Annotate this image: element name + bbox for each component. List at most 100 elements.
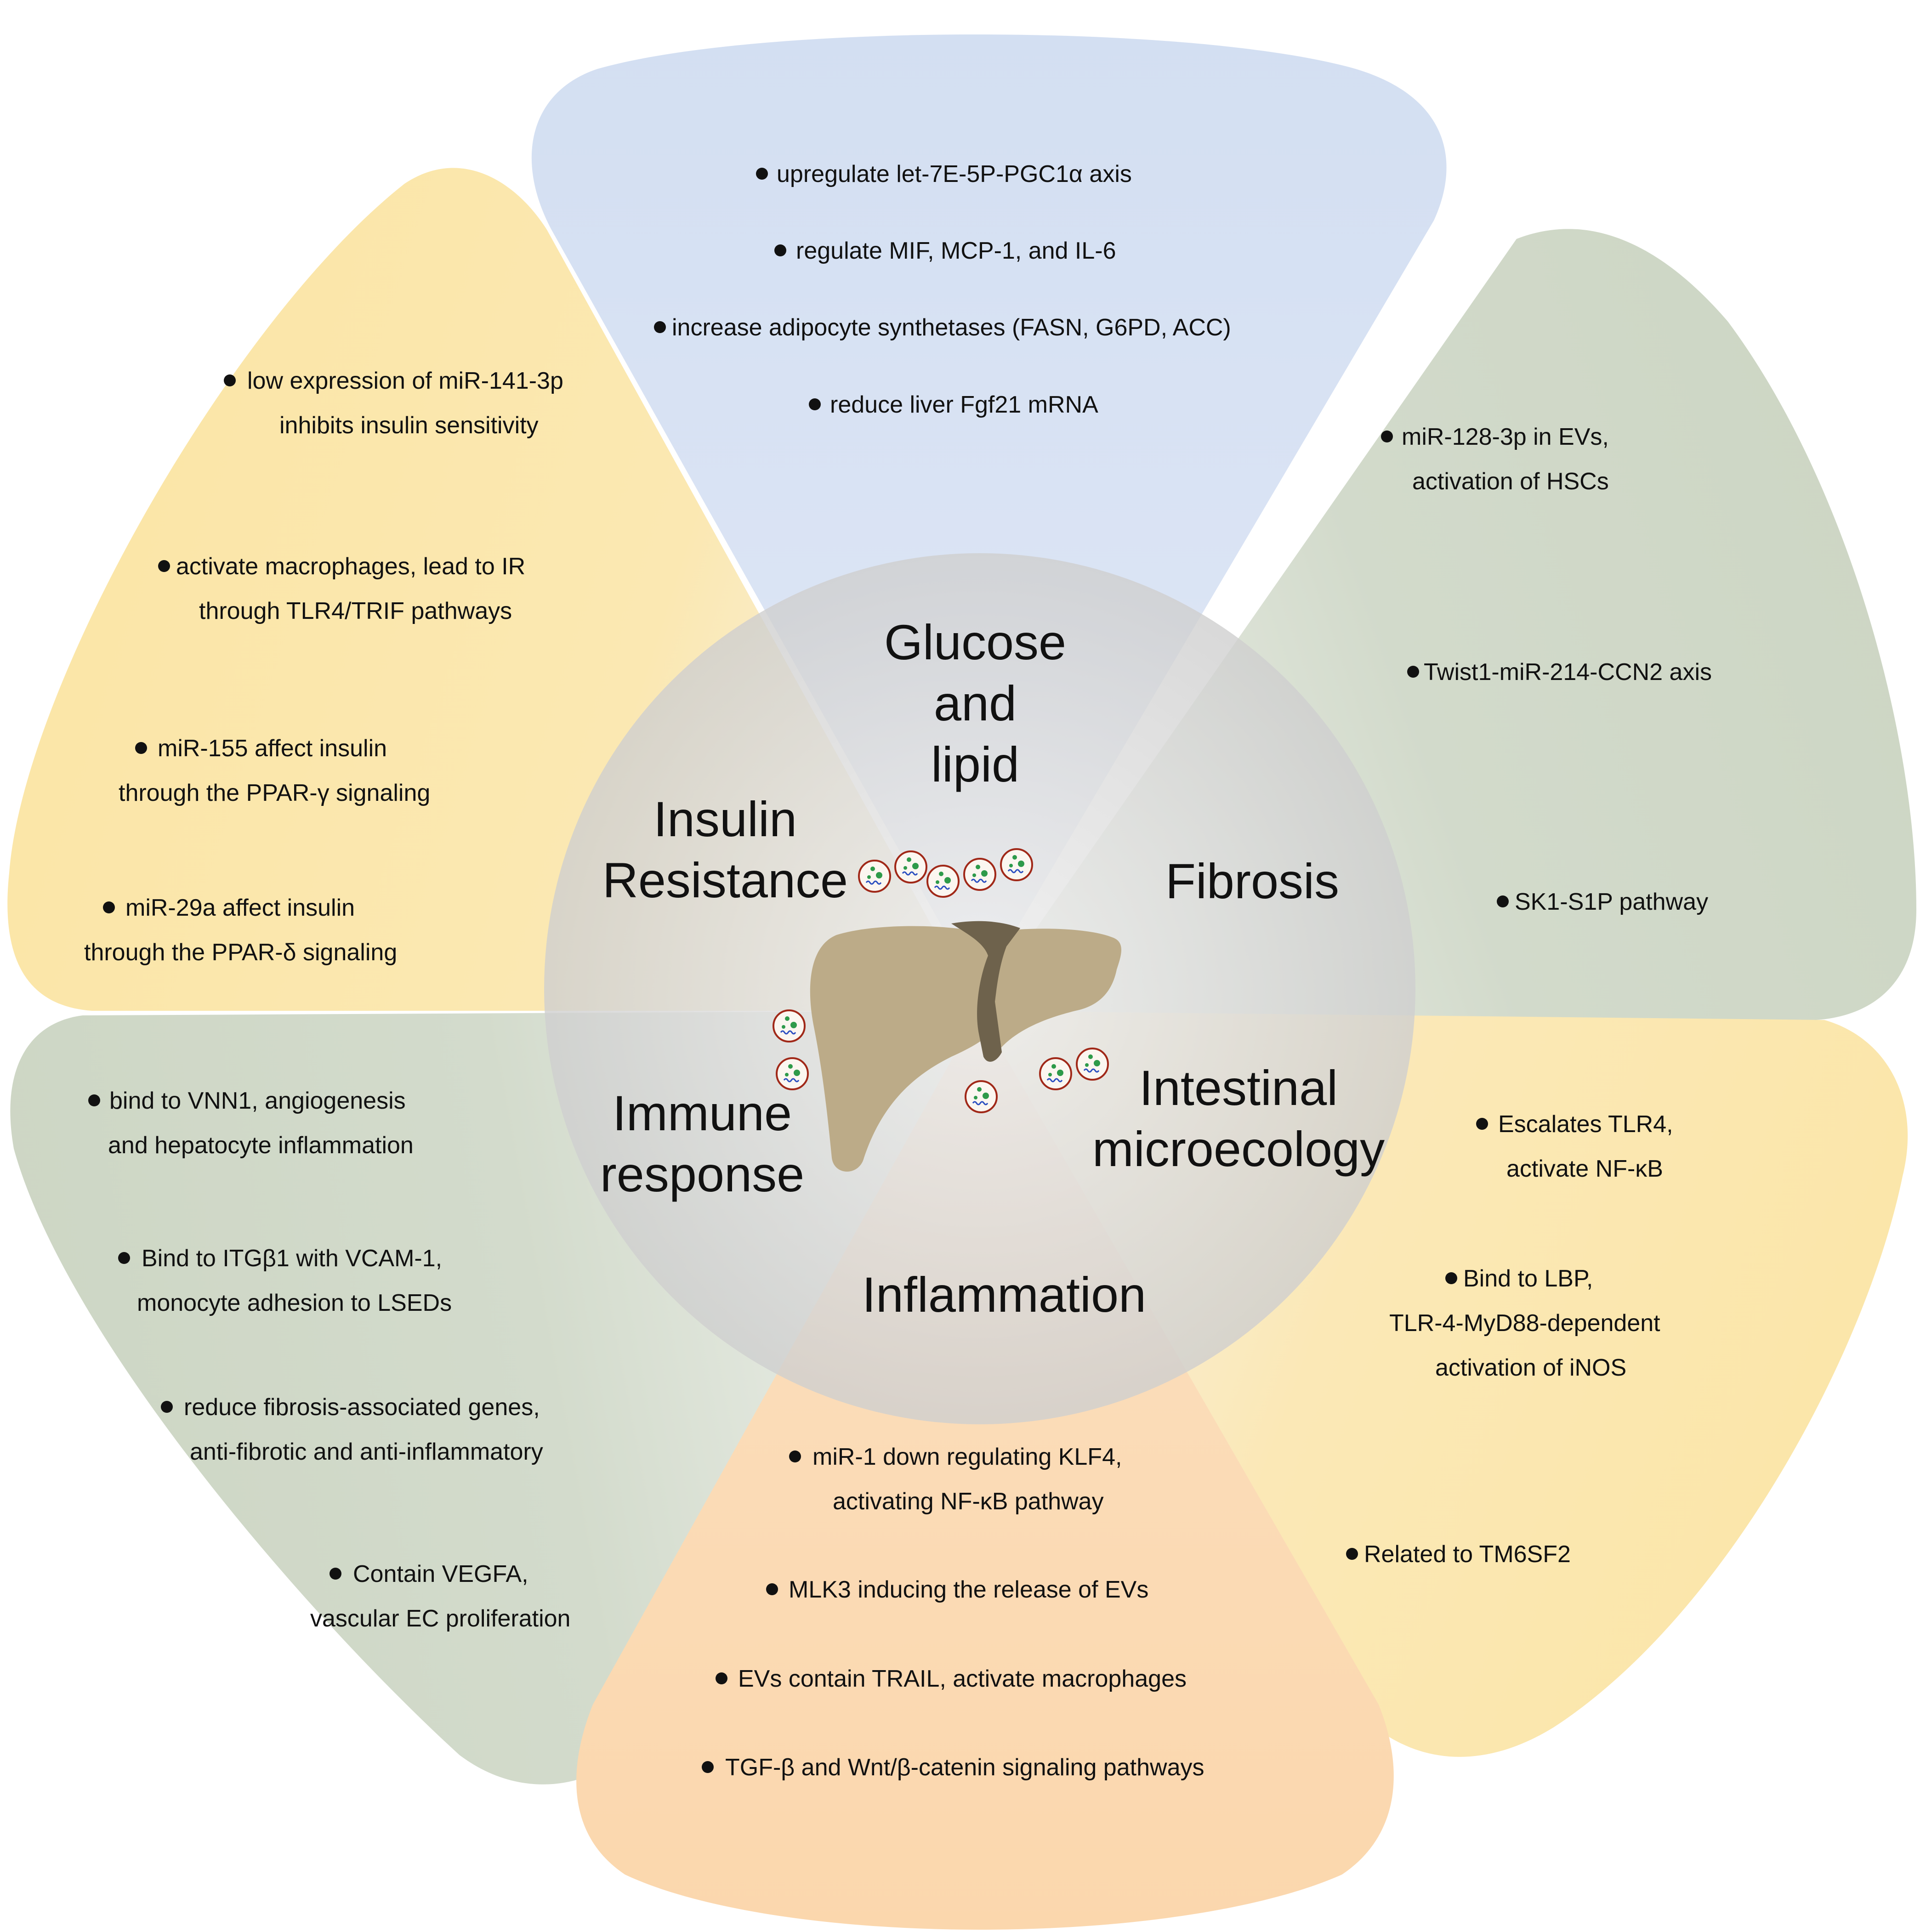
vesicle-icon: [1000, 848, 1033, 881]
bullet-line: activate NF-κB: [1506, 1156, 1663, 1182]
bullet-item: Twist1-miR-214-CCN2 axis: [1424, 659, 1712, 686]
bullet-item: miR-128-3p in EVs, activation of HSCs: [1402, 424, 1609, 495]
center-label-line: Intestinal: [1139, 1060, 1338, 1116]
bullet-dot: [1497, 895, 1509, 907]
bullet-line: miR-128-3p in EVs,: [1402, 424, 1609, 450]
petal-lists: upregulate let-7E-5P-PGC1α axis regulate …: [84, 161, 1712, 1781]
bullet-item: TGF-β and Wnt/β-catenin signaling pathwa…: [725, 1754, 1204, 1781]
center-label-line: Insulin: [653, 791, 797, 847]
vesicle-icon: [926, 865, 960, 898]
bullet-line: Bind to ITGβ1 with VCAM-1,: [142, 1245, 442, 1272]
bullet-line: Related to TM6SF2: [1364, 1541, 1571, 1568]
petal-list-lower-left: bind to VNN1, angiogenesis and hepatocyte…: [88, 1088, 570, 1632]
bullet-line: miR-1 down regulating KLF4,: [812, 1444, 1122, 1470]
bullet-dot: [330, 1568, 341, 1580]
vesicle-icon: [773, 1009, 806, 1042]
petal-list-lower-right: Escalates TLR4, activate NF-κB Bind to LBP…: [1346, 1111, 1673, 1568]
bullet-line: miR-29a affect insulin: [125, 895, 355, 921]
bullet-item: EVs contain TRAIL, activate macrophages: [738, 1666, 1187, 1692]
bullet-item: regulate MIF, MCP-1, and IL-6: [796, 238, 1116, 264]
bullet-dot: [756, 168, 768, 180]
center-label-line: Resistance: [602, 852, 848, 908]
bullet-line: EVs contain TRAIL, activate macrophages: [738, 1666, 1187, 1692]
bullet-line: reduce liver Fgf21 mRNA: [830, 391, 1098, 418]
bullet-line: increase adipocyte synthetases (FASN, G6…: [672, 314, 1231, 341]
center-label-fibrosis: Fibrosis: [1165, 853, 1339, 909]
bullet-item: MLK3 inducing the release of EVs: [789, 1576, 1148, 1603]
center-label-line: microecology: [1092, 1121, 1385, 1177]
bullet-item: bind to VNN1, angiogenesis and hepatocyte…: [108, 1088, 414, 1159]
bullet-item: Related to TM6SF2: [1364, 1541, 1571, 1568]
vesicle-icon: [963, 858, 996, 891]
vesicle-icon: [1039, 1057, 1072, 1090]
bullet-item: upregulate let-7E-5P-PGC1α axis: [777, 161, 1132, 187]
bullet-dot: [716, 1672, 727, 1684]
bullet-line: Contain VEGFA,: [353, 1561, 528, 1587]
bullet-line: vascular EC proliferation: [310, 1605, 570, 1632]
bullet-line: bind to VNN1, angiogenesis: [109, 1088, 406, 1114]
vesicle-icon: [858, 860, 891, 893]
bullet-dot: [774, 244, 786, 256]
bullet-line: Twist1-miR-214-CCN2 axis: [1424, 659, 1712, 686]
bullet-line: miR-155 affect insulin: [158, 735, 387, 762]
bullet-line: Bind to LBP,: [1463, 1265, 1593, 1292]
vesicle-icon: [776, 1057, 809, 1090]
bullet-line: TGF-β and Wnt/β-catenin signaling pathwa…: [725, 1754, 1204, 1781]
bullet-dot: [809, 398, 821, 410]
petal-list-top: upregulate let-7E-5P-PGC1α axis regulate …: [654, 161, 1231, 418]
center-label-line: Glucose: [884, 614, 1066, 670]
bullet-item: reduce fibrosis-associated genes, anti-fi…: [184, 1394, 543, 1465]
bullet-line: Escalates TLR4,: [1498, 1111, 1673, 1138]
bullet-dot: [1476, 1118, 1488, 1130]
bullet-line: through TLR4/TRIF pathways: [199, 598, 512, 624]
bullet-dot: [1407, 666, 1419, 678]
bullet-line: reduce fibrosis-associated genes,: [184, 1394, 540, 1421]
bullet-item: increase adipocyte synthetases (FASN, G6…: [672, 314, 1231, 341]
bullet-line: low expression of miR-141-3p: [247, 368, 563, 394]
vesicle-icon: [1076, 1048, 1109, 1081]
bullet-line: regulate MIF, MCP-1, and IL-6: [796, 238, 1116, 264]
bullet-dot: [654, 321, 666, 333]
bullet-item: Bind to LBP, TLR-4-MyD88-dependent activat…: [1389, 1265, 1660, 1381]
bullet-item: Bind to ITGβ1 with VCAM-1, monocyte adhes…: [137, 1245, 452, 1316]
bullet-line: SK1-S1P pathway: [1515, 889, 1708, 915]
bullet-dot: [158, 560, 170, 572]
bullet-item: Escalates TLR4, activate NF-κB: [1498, 1111, 1673, 1182]
bullet-dot: [103, 901, 115, 913]
bullet-dot: [789, 1450, 801, 1462]
petal-bottom: [576, 1011, 1394, 1930]
petal-list-upper-right: miR-128-3p in EVs, activation of HSCsTwis…: [1381, 424, 1712, 915]
bullet-line: monocyte adhesion to LSEDs: [137, 1290, 452, 1316]
bullet-line: TLR-4-MyD88-dependent: [1389, 1310, 1660, 1337]
bullet-item: Contain VEGFA, vascular EC proliferation: [310, 1561, 570, 1632]
center-label-line: and: [934, 675, 1017, 731]
bullet-line: anti-fibrotic and anti-inflammatory: [190, 1439, 543, 1465]
bullet-line: upregulate let-7E-5P-PGC1α axis: [777, 161, 1132, 187]
bullet-line: activation of iNOS: [1435, 1354, 1626, 1381]
center-label-inflammation: Inflammation: [862, 1267, 1146, 1322]
bullet-dot: [224, 374, 236, 386]
bullet-dot: [118, 1252, 130, 1264]
bullet-item: reduce liver Fgf21 mRNA: [830, 391, 1098, 418]
bullet-line: activating NF-κB pathway: [833, 1488, 1104, 1515]
center-label-line: Fibrosis: [1165, 853, 1339, 909]
vesicle-icon: [965, 1080, 998, 1113]
petal-top: [531, 34, 1447, 992]
bullet-dot: [135, 742, 147, 754]
bullet-dot: [1346, 1548, 1358, 1560]
bullet-line: activation of HSCs: [1412, 468, 1609, 495]
bullet-dot: [766, 1583, 778, 1595]
bullet-item: SK1-S1P pathway: [1515, 889, 1708, 915]
bullet-item: miR-1 down regulating KLF4, activating NF…: [812, 1444, 1122, 1515]
bullet-dot: [1381, 431, 1393, 442]
bullet-line: and hepatocyte inflammation: [108, 1132, 414, 1159]
